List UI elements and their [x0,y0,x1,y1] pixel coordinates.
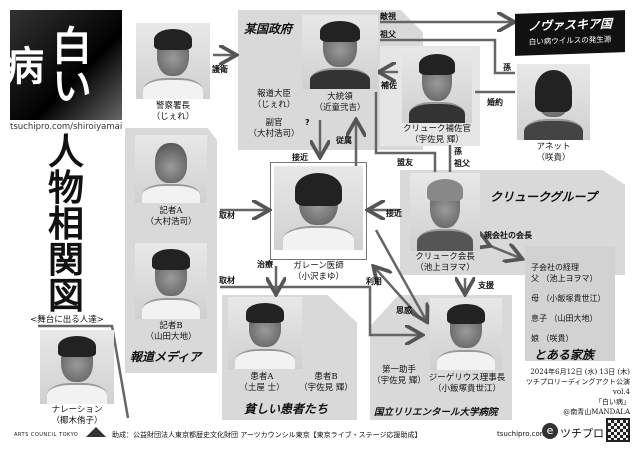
government-title: 某国政府 [244,22,293,36]
kluk-group-title: クリュークグループ [490,190,597,204]
heading-char: 物 [47,167,84,209]
event-play: 「白い病」 [595,398,630,406]
event-venue: @南青山MANDALA [563,408,630,416]
arts-council-triangle-icon [86,427,106,437]
rel-grandchild2: 孫 [454,147,462,156]
novaskia-box: ノヴァスキア国 白い病ウイルスの発生源 [515,10,625,56]
rel-grandchild1: 孫 [503,63,511,72]
brand-logo-icon: e [542,423,558,439]
minister-label: 報道大臣（じぇれ） [252,89,296,110]
title-logo: 白い病 [0,10,122,120]
president-label: 大統領（近童弐吉） [314,92,366,113]
event-info: 2024年6月12日 (水) 13日 (木) ツチプロリーディングアクト公演vo… [515,367,630,417]
family-item: 父 （池上ヨヲマ） [531,274,598,283]
rel-grandfather2: 祖父 [454,159,470,168]
aide-label: クリューク補佐官（宇佐見 輝） [402,124,471,145]
heading-char: 図 [47,275,84,317]
grandfather-line [380,38,515,75]
reporter-b-photo [135,243,207,319]
family-item: 息子 （山田大地） [531,314,598,323]
parent-chair-arrow [488,245,520,258]
family-title: とある家族 [534,348,595,362]
rel-assist: 補佐 [381,81,397,90]
rel-question: ? [305,118,310,127]
page-heading: 人 物 相 関 図 [36,134,96,314]
narration-label: ナレーション（椰木侑子） [51,405,103,426]
rel-use: 利用 [366,277,382,286]
rel-treat: 治療 [257,260,273,269]
aide-photo [402,48,472,123]
president-photo [302,15,378,89]
police-label: 警察署長（じぇれ） [151,101,195,122]
ally-line [374,92,437,172]
heading-char: 相 [47,203,84,245]
director-label: ジーゲリウス理事長（小飯塚貴世江） [428,373,506,394]
rel-interview1: 取材 [219,211,235,220]
rel-approach2: 接近 [386,209,402,218]
chairman-label: クリューク会長（池上ヨヲマ） [415,252,475,273]
family-box [525,246,615,361]
family-item: 子会社の経理 [531,263,579,272]
narration-line [38,324,130,419]
patients-title: 貧しい患者たち [244,402,329,416]
grant-text: 助成：公益財団法人東京都歴史文化財団 アーツカウンシル東京【東京ライブ・ステージ… [112,431,422,439]
reporter-a-label: 記者A（大村浩司） [145,206,197,227]
rel-ally: 盟友 [397,158,413,167]
rel-interview2: 取材 [219,276,235,285]
event-date: 2024年6月12日 (水) 13日 (木) [530,368,630,376]
annette-photo [517,64,590,140]
rel-engaged: 婚約 [487,98,503,107]
subheading: <舞台に出る人達> [30,315,104,325]
interview2-line [220,285,420,335]
title-url: tsuchipro.com/shiroiyamai [10,122,123,132]
assistant-label: 第一助手（宇佐見 輝） [372,365,426,386]
police-photo [136,23,210,99]
annette-label: アネット（咲貴） [536,142,571,163]
reporter-a-photo [135,135,207,203]
rel-grandfather1: 祖父 [380,30,396,39]
heading-char: 人 [47,131,84,173]
rel-parent-chair: 親会社の会長 [484,231,532,240]
patient-a-photo [228,297,302,369]
chairman-photo [410,173,480,251]
doctor-label: ガレーン医師（小沢まゆ） [292,261,344,282]
doctor-photo [274,166,363,250]
rel-subordinate: 従属 [336,136,352,145]
family-item: 娘 （咲貴） [531,334,574,343]
deputy-label: 副官（大村浩司） [248,118,300,139]
event-series: ツチプロリーディングアクト公演vol.4 [525,378,630,396]
patient-a-label: 患者A（土屋 士） [239,372,285,393]
rel-approach1: 接近 [292,153,308,162]
qr-code-icon[interactable] [606,418,630,442]
brand-name: ツチプロ [560,427,604,440]
family-item: 母 （小飯塚貴世江） [531,294,606,303]
hospital-title: 国立リリエンタール大学病院 [374,407,498,418]
family-list: 子会社の経理 父 （池上ヨヲマ） 母 （小飯塚貴世江） 息子 （山田大地） 娘 … [531,262,606,344]
rel-hostile: 敵視 [380,12,396,21]
heading-char: 関 [47,239,84,281]
rel-grudge: 思惑 [396,306,412,315]
arts-council-logo: ARTS COUNCIL TOKYO [14,432,79,438]
site-link[interactable]: tsuchipro.com [497,430,547,438]
rel-support: 支援 [478,281,494,290]
novaskia-sub: 白い病ウイルスの発生源 [528,34,612,47]
novaskia-name: ノヴァスキア国 [527,16,612,34]
rel-escort: 護衛 [212,65,228,74]
director-photo [430,298,502,370]
media-title: 報道メディア [130,350,202,364]
patient-b-label: 患者B（宇佐見 輝） [299,372,353,393]
narration-photo [40,330,114,404]
grudge-arrow [374,229,426,320]
reporter-b-label: 記者B（山田大地） [145,321,197,342]
